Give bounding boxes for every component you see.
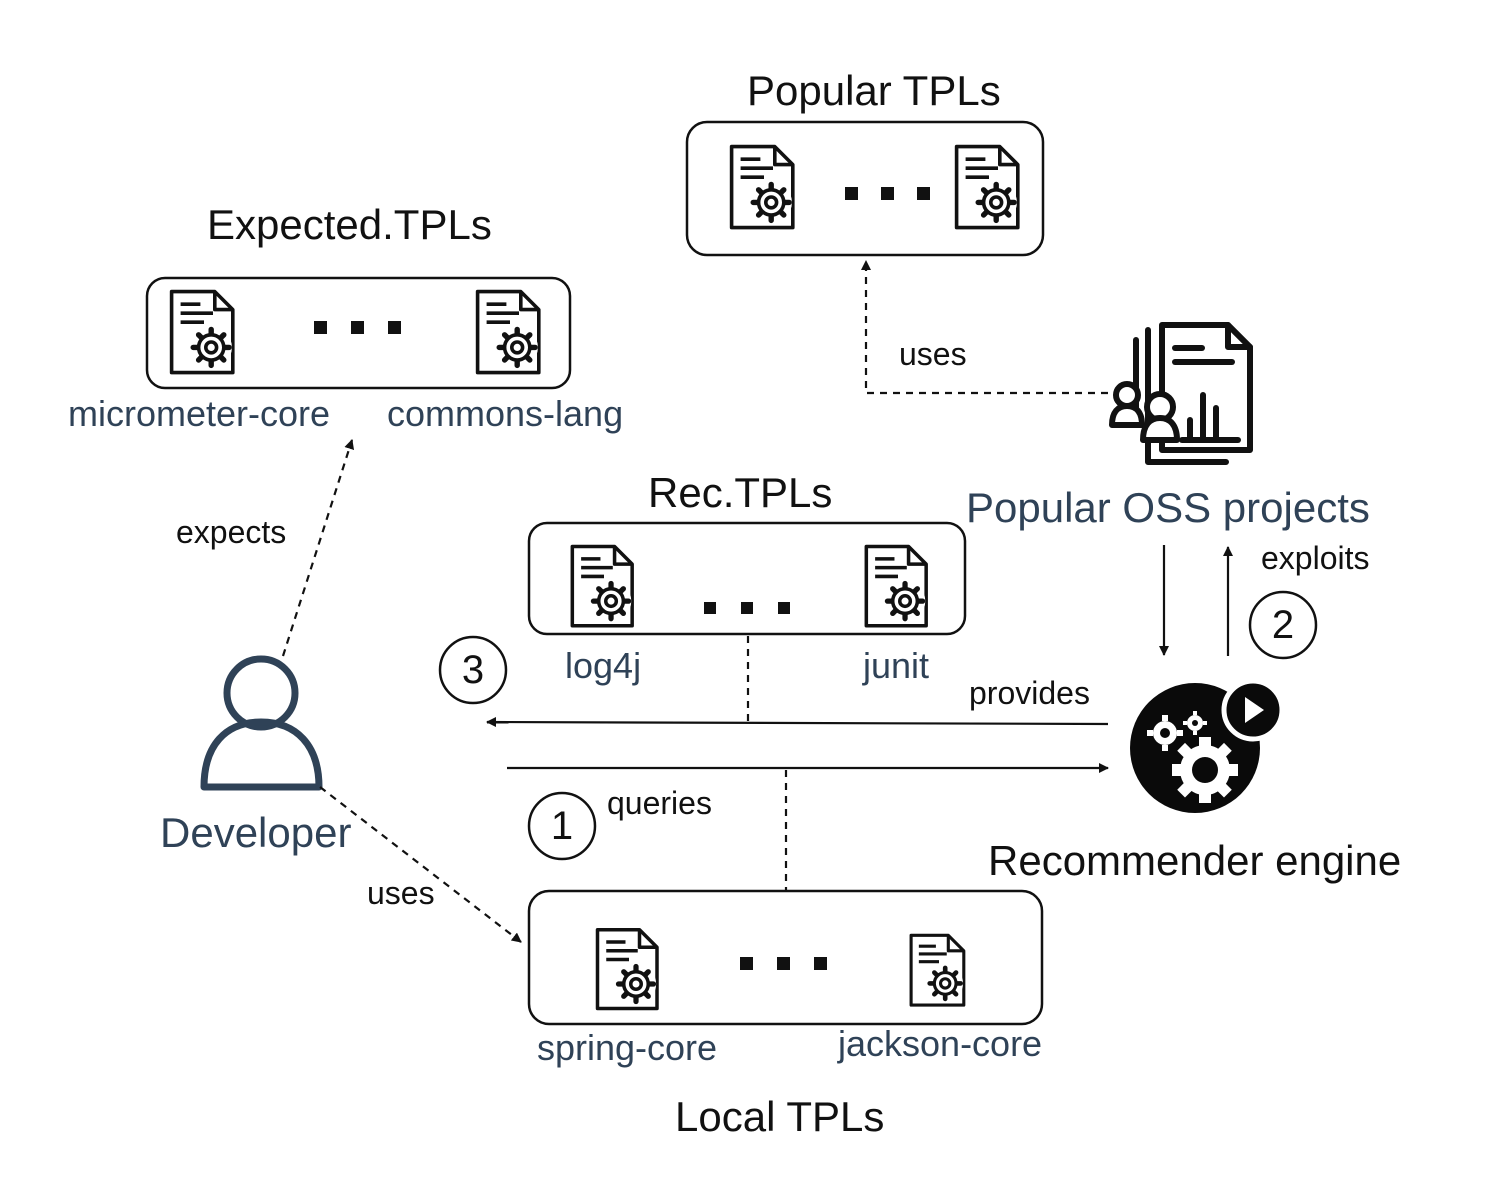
expects-label: expects [176,514,287,550]
provides-arrow [486,717,1109,728]
expects-arrow [281,439,355,657]
step-3-circle [438,635,508,705]
library-label: micrometer-core [68,393,331,434]
ellipsis-dots-icon [314,187,930,970]
library-icon [478,292,539,373]
uses-local-arrow [319,786,522,943]
library-label: jackson-core [838,1023,1043,1064]
library-label: junit [863,645,930,686]
rec-tpls-title: Rec.TPLs [648,469,833,516]
expected-tpls-title: Expected.TPLs [207,201,492,248]
popular-tpls-box [685,120,1045,257]
step-1-circle [527,791,597,861]
user-icon [200,655,323,791]
library-label: log4j [565,645,642,686]
library-icon [172,292,233,373]
developer-label: Developer [160,809,352,856]
uses-local-label: uses [367,875,435,911]
expected-tpls-box [145,276,572,390]
library-icon [957,147,1018,228]
recommender-engine-label: Recommender engine [988,837,1402,884]
library-icon [598,930,658,1009]
local-tpls-box [527,889,1044,1026]
gears-play-icon [1130,678,1285,813]
popular-tpls-title: Popular TPLs [747,67,1001,114]
exploits-label: exploits [1261,540,1370,576]
step-number: 2 [1271,603,1295,647]
library-icon [732,147,793,228]
uses-popular-arrow [861,260,1108,395]
provides-label: provides [969,675,1090,711]
library-label: commons-lang [387,393,624,434]
report-users-chart-icon [1109,322,1253,465]
library-icon [866,547,926,626]
queries-label: queries [607,785,712,821]
step-2-circle [1248,590,1318,660]
step-number: 3 [461,648,485,692]
uses-popular-label: uses [899,336,967,372]
library-icon [911,935,964,1005]
library-icon [572,547,632,626]
oss-projects-label: Popular OSS projects [966,484,1370,531]
local-tpls-title: Local TPLs [675,1093,885,1140]
step-number: 1 [550,804,574,848]
library-label: spring-core [537,1027,718,1068]
rec-tpls-box [527,521,967,636]
